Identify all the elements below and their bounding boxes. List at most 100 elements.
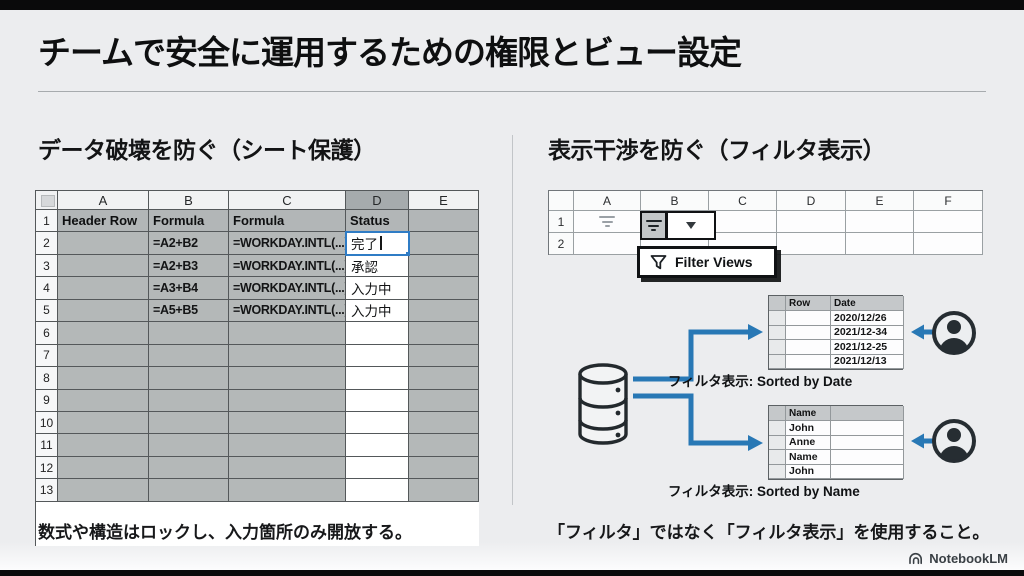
cell-C5[interactable]: =WORKDAY.INTL(...) — [229, 299, 346, 323]
cell-B8[interactable] — [149, 367, 229, 390]
cell-D1[interactable] — [777, 211, 846, 233]
cell-C3[interactable]: =WORKDAY.INTL(...) — [229, 254, 346, 278]
fill-handle[interactable] — [405, 250, 408, 254]
cell-D1[interactable]: Status — [346, 210, 409, 233]
cell-C6[interactable] — [229, 322, 346, 345]
cell-D2[interactable] — [777, 233, 846, 255]
column-header-F[interactable]: F — [914, 191, 983, 211]
cell-B1[interactable]: Formula — [149, 210, 229, 233]
cell-D8[interactable] — [346, 367, 409, 390]
cell-A3[interactable] — [58, 254, 149, 278]
cell-B6[interactable] — [149, 322, 229, 345]
cell-E6[interactable] — [409, 322, 479, 345]
cell-C10[interactable] — [229, 411, 346, 435]
cell-D5[interactable]: 入力中 — [346, 299, 409, 323]
cell-B7[interactable] — [149, 344, 229, 368]
column-header-E[interactable]: E — [409, 191, 479, 210]
row-header-10[interactable]: 10 — [36, 411, 58, 435]
cell-C9[interactable] — [229, 389, 346, 412]
cell-C1[interactable]: Formula — [229, 210, 346, 233]
row-header-12[interactable]: 12 — [36, 456, 58, 480]
cell-B10[interactable] — [149, 411, 229, 435]
cell-E10[interactable] — [409, 411, 479, 435]
cell-C4[interactable]: =WORKDAY.INTL(...) — [229, 277, 346, 300]
cell-D3[interactable]: 承認 — [346, 254, 409, 278]
cell-C8[interactable] — [229, 367, 346, 390]
sheet-corner-cell[interactable] — [549, 191, 574, 211]
cell-A8[interactable] — [58, 367, 149, 390]
cell-A7[interactable] — [58, 344, 149, 368]
row-header-3[interactable]: 3 — [36, 254, 58, 278]
row-header-6[interactable]: 6 — [36, 322, 58, 345]
cell-A10[interactable] — [58, 411, 149, 435]
cell-A1[interactable]: Header Row — [58, 210, 149, 233]
cell-C12[interactable] — [229, 456, 346, 480]
column-header-B[interactable]: B — [641, 191, 709, 211]
column-header-C[interactable]: C — [229, 191, 346, 210]
cell-C13[interactable] — [229, 479, 346, 502]
row-header-1[interactable]: 1 — [549, 211, 574, 233]
cell-E5[interactable] — [409, 299, 479, 323]
row-header-11[interactable]: 11 — [36, 434, 58, 457]
cell-E2[interactable] — [846, 233, 914, 255]
cell-C1[interactable] — [709, 211, 777, 233]
cell-E1[interactable] — [409, 210, 479, 233]
cell-A2[interactable] — [574, 233, 641, 255]
cell-C11[interactable] — [229, 434, 346, 457]
cell-D9[interactable] — [346, 389, 409, 412]
row-header-9[interactable]: 9 — [36, 389, 58, 412]
cell-A5[interactable] — [58, 299, 149, 323]
cell-B2[interactable]: =A2+B2 — [149, 232, 229, 255]
cell-F1[interactable] — [914, 211, 983, 233]
cell-A12[interactable] — [58, 456, 149, 480]
cell-A11[interactable] — [58, 434, 149, 457]
filter-dropdown-button[interactable] — [666, 211, 716, 240]
row-header-7[interactable]: 7 — [36, 344, 58, 368]
cell-E9[interactable] — [409, 389, 479, 412]
row-header-13[interactable]: 13 — [36, 479, 58, 502]
cell-A13[interactable] — [58, 479, 149, 502]
column-header-B[interactable]: B — [149, 191, 229, 210]
column-header-A[interactable]: A — [574, 191, 641, 211]
cell-D13[interactable] — [346, 479, 409, 502]
cell-B9[interactable] — [149, 389, 229, 412]
column-header-D[interactable]: D — [777, 191, 846, 211]
cell-A1[interactable] — [574, 211, 641, 233]
cell-C2[interactable]: =WORKDAY.INTL(...) — [229, 232, 346, 255]
column-header-E[interactable]: E — [846, 191, 914, 211]
cell-E8[interactable] — [409, 367, 479, 390]
cell-A6[interactable] — [58, 322, 149, 345]
cell-B4[interactable]: =A3+B4 — [149, 277, 229, 300]
cell-B12[interactable] — [149, 456, 229, 480]
cell-D12[interactable] — [346, 456, 409, 480]
cell-E2[interactable] — [409, 232, 479, 255]
cell-E13[interactable] — [409, 479, 479, 502]
cell-E7[interactable] — [409, 344, 479, 368]
column-header-C[interactable]: C — [709, 191, 777, 211]
cell-A4[interactable] — [58, 277, 149, 300]
cell-F2[interactable] — [914, 233, 983, 255]
filter-views-menu-item[interactable]: Filter Views — [637, 246, 777, 278]
row-header-8[interactable]: 8 — [36, 367, 58, 390]
row-header-2[interactable]: 2 — [36, 232, 58, 255]
cell-E11[interactable] — [409, 434, 479, 457]
sheet-corner-cell[interactable] — [36, 191, 58, 210]
row-header-1[interactable]: 1 — [36, 210, 58, 233]
cell-B11[interactable] — [149, 434, 229, 457]
cell-D2[interactable]: 完了 — [345, 231, 410, 256]
row-header-2[interactable]: 2 — [549, 233, 574, 255]
column-header-A[interactable]: A — [58, 191, 149, 210]
row-header-5[interactable]: 5 — [36, 299, 58, 323]
cell-B5[interactable]: =A5+B5 — [149, 299, 229, 323]
cell-D4[interactable]: 入力中 — [346, 277, 409, 300]
cell-A2[interactable] — [58, 232, 149, 255]
cell-D7[interactable] — [346, 344, 409, 368]
cell-B3[interactable]: =A2+B3 — [149, 254, 229, 278]
row-header-4[interactable]: 4 — [36, 277, 58, 300]
filter-button[interactable] — [640, 211, 667, 240]
column-header-D[interactable]: D — [346, 191, 409, 210]
cell-E3[interactable] — [409, 254, 479, 278]
cell-E12[interactable] — [409, 456, 479, 480]
cell-E1[interactable] — [846, 211, 914, 233]
cell-A9[interactable] — [58, 389, 149, 412]
